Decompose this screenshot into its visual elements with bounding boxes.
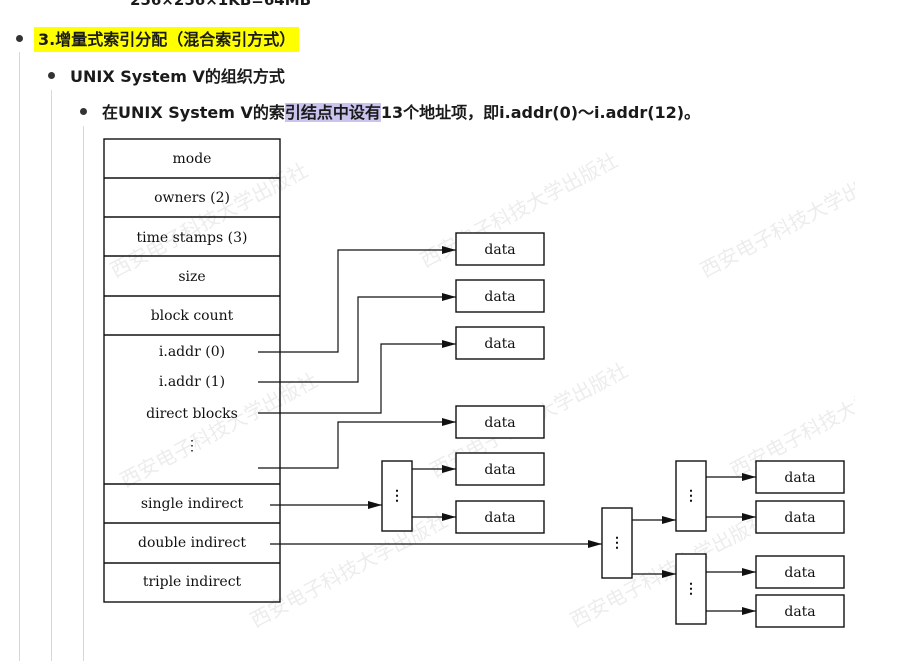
svg-text:西安电子科技大学出版社: 西安电子科技大学出版社 — [106, 158, 312, 282]
indirect-block-single — [381, 460, 413, 532]
addr-label-ellipsis: ⋮ — [185, 438, 199, 454]
data-block — [455, 232, 545, 266]
sentence-part-1: 在UNIX System V的索 — [102, 103, 285, 122]
inode-row-double-indirect: double indirect — [138, 535, 246, 551]
ellipsis-glyph: ⋮ — [610, 535, 624, 551]
data-block — [755, 460, 845, 494]
inode-table — [103, 138, 281, 603]
data-block-label: data — [484, 462, 515, 478]
inode-row-owners: owners (2) — [154, 190, 230, 206]
inode-row-mode: mode — [173, 151, 212, 167]
list-bullet — [80, 108, 87, 115]
data-block — [455, 279, 545, 313]
data-block — [455, 452, 545, 486]
section-heading: 3.增量式索引分配（混合索引方式） — [34, 26, 300, 52]
inode-row-timestamps: time stamps (3) — [137, 230, 248, 246]
inode-row-triple-indirect: triple indirect — [143, 574, 242, 590]
svg-text:西安电子科技大学出版社: 西安电子科技大学出版社 — [246, 508, 452, 632]
pointer-arrows — [258, 246, 756, 615]
arrow-direct-data3 — [258, 340, 456, 414]
data-block-label: data — [484, 510, 515, 526]
addr-label-1: i.addr (1) — [159, 374, 225, 390]
data-block-label: data — [484, 242, 515, 258]
sentence-part-3: 13个地址项，即i.addr(0)～i.addr(12)。 — [380, 103, 701, 122]
data-block — [755, 555, 845, 589]
data-block-label: data — [784, 470, 815, 486]
data-block-label: data — [784, 565, 815, 581]
highlighted-sentence-text: 引结点中设有 — [284, 103, 381, 122]
inode-row-block-count: block count — [151, 308, 234, 324]
data-block — [455, 500, 545, 534]
list-bullet — [48, 72, 55, 79]
indent-guide-1 — [19, 52, 20, 661]
data-block — [455, 405, 545, 439]
indirect-block-double-2a — [675, 460, 707, 532]
data-block — [755, 594, 845, 628]
description-sentence: 在UNIX System V的索引结点中设有13个地址项，即i.addr(0)～… — [102, 99, 700, 123]
data-block-label: data — [484, 336, 515, 352]
indent-guide-2 — [51, 90, 52, 661]
ellipsis-glyph: ⋮ — [390, 488, 404, 504]
inode-row-size: size — [178, 269, 205, 285]
data-block-label: data — [784, 510, 815, 526]
indirect-block-double-2b — [675, 553, 707, 625]
addr-label-0: i.addr (0) — [159, 344, 225, 360]
ellipsis-glyph: ⋮ — [684, 488, 698, 504]
svg-text:西安电子科技大学出版社: 西安电子科技大学出版社 — [696, 158, 855, 282]
watermark: 西安电子科技大学出版社 西安电子科技大学出版社 西安电子科技大学出版社 西安电子… — [106, 148, 855, 632]
list-bullet — [16, 35, 23, 42]
subheading: UNIX System V的组织方式 — [70, 67, 285, 86]
arrow-addr0-data1 — [258, 246, 456, 353]
svg-text:西安电子科技大学出版社: 西安电子科技大学出版社 — [566, 508, 772, 632]
data-block-label: data — [784, 604, 815, 620]
highlighted-heading-text: 3.增量式索引分配（混合索引方式） — [34, 27, 300, 52]
indirect-block-double-1 — [601, 507, 633, 579]
data-block — [755, 500, 845, 534]
indent-guide-3 — [83, 126, 84, 661]
data-block — [455, 326, 545, 360]
partial-top-line: 256×256×1KB=64MB — [130, 0, 312, 9]
ellipsis-glyph: ⋮ — [684, 581, 698, 597]
data-block-label: data — [484, 415, 515, 431]
data-block-label: data — [484, 289, 515, 305]
mixed-index-diagram: 西安电子科技大学出版社 西安电子科技大学出版社 西安电子科技大学出版社 西安电子… — [103, 138, 855, 632]
arrow-addr1-data2 — [258, 293, 456, 383]
addr-label-direct: direct blocks — [146, 406, 238, 422]
inode-row-single-indirect: single indirect — [141, 496, 244, 512]
arrow-last-data4 — [258, 418, 456, 469]
